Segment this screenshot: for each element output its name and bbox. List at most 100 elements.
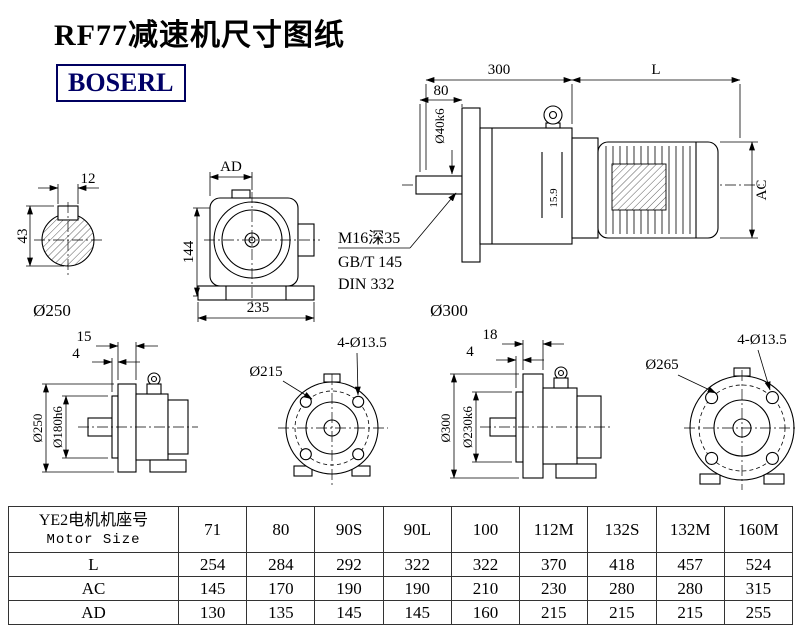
table-cell: 254 <box>177 552 248 577</box>
bolt-hole <box>352 395 365 408</box>
flange250-side-view <box>78 372 198 473</box>
flange-300-label: Ø300 <box>430 301 468 320</box>
table-cell: 524 <box>723 552 794 577</box>
flange-plate <box>522 373 544 479</box>
table-cell: 145 <box>177 576 248 601</box>
table-col-header: 112M <box>519 506 589 553</box>
flange-plate <box>117 383 137 473</box>
flange300-front-view <box>684 367 798 490</box>
technical-drawing: 12 43 AD 144 235 <box>15 62 798 490</box>
table-cell: 215 <box>519 600 589 625</box>
table-cell: 370 <box>519 552 589 577</box>
table-cell: 280 <box>655 576 725 601</box>
dim-br-300: Ø300 <box>438 373 519 479</box>
dim-br-4-label: 4 <box>466 344 474 360</box>
dim-ad: AD <box>209 159 253 196</box>
dim-key-width: 12 <box>38 171 99 204</box>
motor-size-table: YE2电机机座号 Motor Size 71 80 90S 90L 100 11… <box>8 506 794 625</box>
table-row-label: L <box>8 552 179 577</box>
table-cell: 255 <box>723 600 794 625</box>
flange250-front-view <box>278 373 388 486</box>
dim-br-holes: 4-Ø13.5 <box>737 332 787 391</box>
stator-section <box>611 163 667 211</box>
dim-bl-215-label: Ø215 <box>249 364 282 380</box>
dim-br-18: 18 <box>483 327 564 370</box>
table-cell: 135 <box>246 600 316 625</box>
table-row-label: AC <box>8 576 179 601</box>
table-cell: 170 <box>246 576 316 601</box>
table-col-header: 100 <box>450 506 521 553</box>
standard-din-label: DIN 332 <box>338 276 394 293</box>
table-cell: 457 <box>655 552 725 577</box>
dim-br-265: Ø265 <box>645 357 717 394</box>
gearbox-front-view <box>197 189 320 304</box>
table-cell: 190 <box>382 576 452 601</box>
table-row-AD: AD 130 135 145 145 160 215 215 215 255 <box>8 600 794 625</box>
table-col-header: 160M <box>723 506 794 553</box>
table-cell: 145 <box>314 600 384 625</box>
mounting-feet <box>197 285 315 301</box>
table-cell: 160 <box>450 600 521 625</box>
dim-bl-250: Ø250 <box>30 383 114 473</box>
dim-300-label: 300 <box>488 62 511 78</box>
dim-L-label: L <box>651 62 660 78</box>
table-row-AC: AC 145 170 190 190 210 230 280 280 315 <box>8 576 794 601</box>
dim-bl-15-label: 15 <box>77 329 92 345</box>
gearbox-body <box>479 127 573 245</box>
dim-235: 235 <box>197 300 315 322</box>
bolt-hole <box>705 451 719 465</box>
dim-br-4: 4 <box>466 344 544 388</box>
output-flange <box>461 107 481 263</box>
brand-text: BOSERL <box>68 68 174 97</box>
dim-L: L <box>571 62 741 138</box>
table-cell: 215 <box>655 600 725 625</box>
table-corner-header: YE2电机机座号 Motor Size <box>8 506 179 553</box>
dim-bl-180: Ø180h6 <box>50 395 108 459</box>
thread-spec-label: M16深35 <box>338 229 400 247</box>
dim-ad-label: AD <box>220 159 242 175</box>
dim-br-230-label: Ø230k6 <box>460 406 475 448</box>
standard-gb-label: GB/T 145 <box>338 254 402 271</box>
header-en: Motor Size <box>46 531 141 548</box>
dim-235-label: 235 <box>247 300 270 316</box>
table-col-header: 71 <box>177 506 248 553</box>
flange-250-label: Ø250 <box>33 301 71 320</box>
table-col-header: 132M <box>655 506 725 553</box>
table-cell: 284 <box>246 552 316 577</box>
dim-bl-4-label: 4 <box>72 346 80 362</box>
table-cell: 292 <box>314 552 384 577</box>
table-cell: 315 <box>723 576 794 601</box>
table-cell: 215 <box>587 600 657 625</box>
dim-shaft-height: 43 <box>15 205 64 267</box>
dim-15-9-label: 15.9 <box>548 188 560 208</box>
table-cell: 210 <box>450 576 521 601</box>
dim-80: 80 <box>419 83 463 172</box>
dim-bl-215: Ø215 <box>249 364 313 400</box>
dim-43-label: 43 <box>15 229 31 244</box>
brand-logo: BOSERL <box>56 64 186 102</box>
dim-144-label: 144 <box>181 240 197 263</box>
dim-br-holes-label: 4-Ø13.5 <box>737 332 787 348</box>
dim-12-label: 12 <box>81 171 96 187</box>
thread-note: M16深35 GB/T 145 DIN 332 <box>338 192 457 293</box>
table-header-row: YE2电机机座号 Motor Size 71 80 90S 90L 100 11… <box>8 506 794 553</box>
dim-bl-holes: 4-Ø13.5 <box>337 335 387 396</box>
dim-br-18-label: 18 <box>483 327 498 343</box>
dim-15-9: 15.9 <box>548 188 560 208</box>
table-col-header: 80 <box>246 506 316 553</box>
assembly-side-view <box>402 105 764 263</box>
dim-br-265-label: Ø265 <box>645 357 678 373</box>
dim-144: 144 <box>181 207 210 297</box>
dim-bl-180-label: Ø180h6 <box>50 406 65 448</box>
table-cell: 145 <box>382 600 452 625</box>
table-cell: 322 <box>450 552 521 577</box>
table-col-header: 90L <box>382 506 452 553</box>
table-col-header: 132S <box>587 506 657 553</box>
table-row-label: AD <box>8 600 179 625</box>
dim-br-300-label: Ø300 <box>438 414 453 443</box>
dim-ac-label: AC <box>754 180 770 201</box>
output-shaft <box>415 175 463 195</box>
bolt-hole <box>299 448 312 461</box>
flange-size-labels: Ø250 Ø300 <box>33 301 468 320</box>
shaft-dia-label: Ø40k6 <box>432 108 447 144</box>
